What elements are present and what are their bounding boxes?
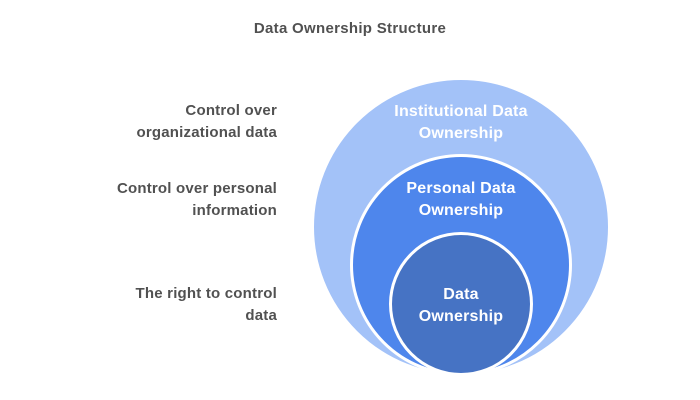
ring-label-institutional: Institutional Data Ownership [394, 103, 528, 142]
side-label-right-to-control: The right to control data [135, 285, 277, 324]
ring-label-data: Data Ownership [418, 286, 504, 325]
ring-label-personal: Personal Data Ownership [406, 180, 516, 219]
side-label-personal-information: Control over personal information [116, 180, 277, 219]
diagram-title: Data Ownership Structure [253, 20, 447, 37]
ring-circle-data [389, 232, 533, 376]
side-label-organizational-data: Control over organizational data [136, 102, 277, 141]
